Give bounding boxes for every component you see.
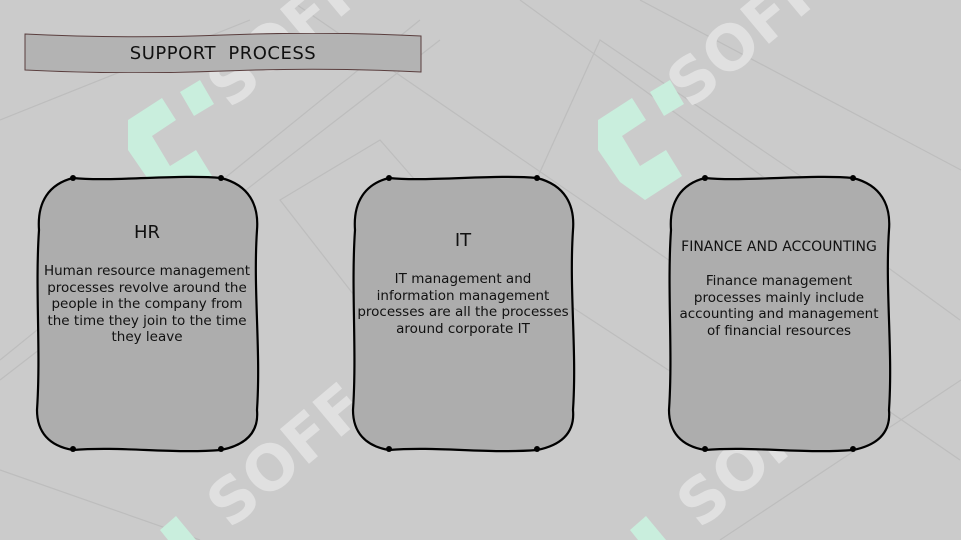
title-banner: SUPPORT PROCESS	[24, 33, 422, 73]
card-description: IT management and information management…	[357, 271, 569, 337]
card-hr: HR Human resource management processes r…	[31, 170, 263, 460]
card-description: Finance management processes mainly incl…	[679, 273, 879, 339]
card-it: IT IT management and information managem…	[347, 170, 579, 460]
page-title: SUPPORT PROCESS	[129, 42, 317, 64]
watermark-logo	[128, 80, 684, 540]
card-description: Human resource management processes revo…	[43, 263, 251, 346]
card-title: FINANCE AND ACCOUNTING	[681, 239, 877, 255]
card-finance: FINANCE AND ACCOUNTING Finance managemen…	[663, 170, 895, 460]
card-title: HR	[133, 222, 161, 243]
card-title: IT	[454, 230, 472, 251]
